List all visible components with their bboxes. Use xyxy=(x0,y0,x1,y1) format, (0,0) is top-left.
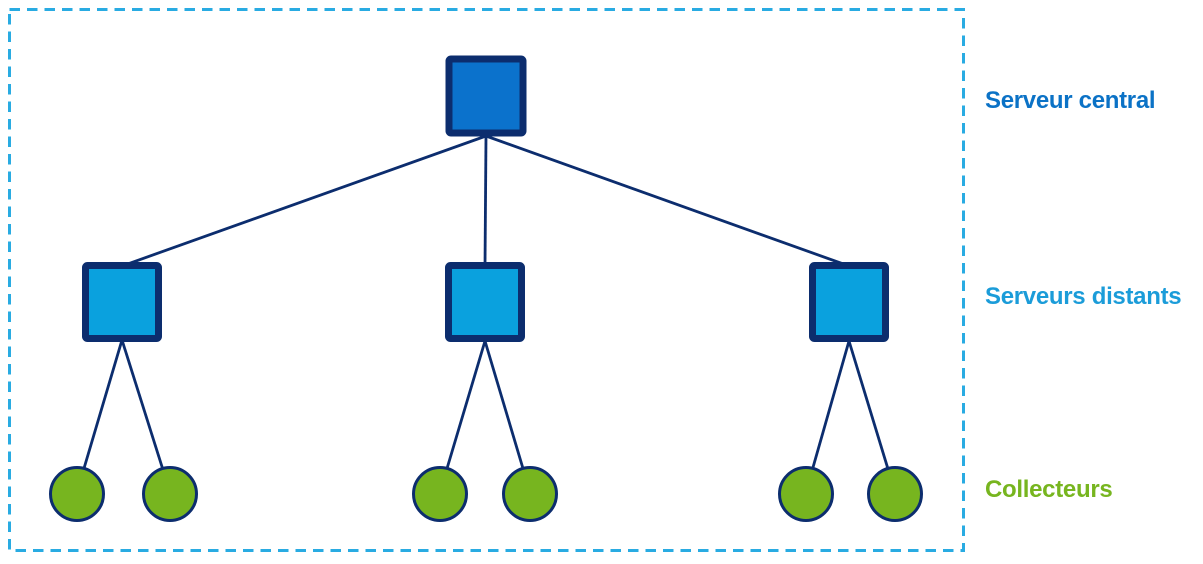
collector-node-1 xyxy=(49,466,105,522)
collectors-label: Collecteurs xyxy=(985,476,1113,503)
collector-node-3 xyxy=(412,466,468,522)
connector-line-central-right xyxy=(485,134,850,268)
collector-node-6 xyxy=(867,466,923,522)
central-server-label: Serveur central xyxy=(985,87,1156,114)
distant-server-node-right xyxy=(809,262,889,342)
connector-line-middle-collector-2 xyxy=(483,340,532,493)
collector-node-5 xyxy=(778,466,834,522)
distant-servers-label: Serveurs distants xyxy=(985,283,1182,310)
dashed-frame xyxy=(8,8,965,552)
collector-node-2 xyxy=(142,466,198,522)
central-server-node xyxy=(445,55,527,137)
distant-server-node-left xyxy=(82,262,162,342)
connector-line-central-left xyxy=(121,134,487,268)
connector-line-left-collector-2 xyxy=(120,339,172,493)
collector-node-4 xyxy=(502,466,558,522)
connector-line-middle-collector-1 xyxy=(438,340,487,493)
connector-line-central-middle xyxy=(483,135,488,267)
connector-line-left-collector-1 xyxy=(75,339,124,493)
connector-line-right-collector-2 xyxy=(847,340,897,493)
connector-line-right-collector-1 xyxy=(804,340,851,493)
distant-server-node-middle xyxy=(445,262,525,342)
